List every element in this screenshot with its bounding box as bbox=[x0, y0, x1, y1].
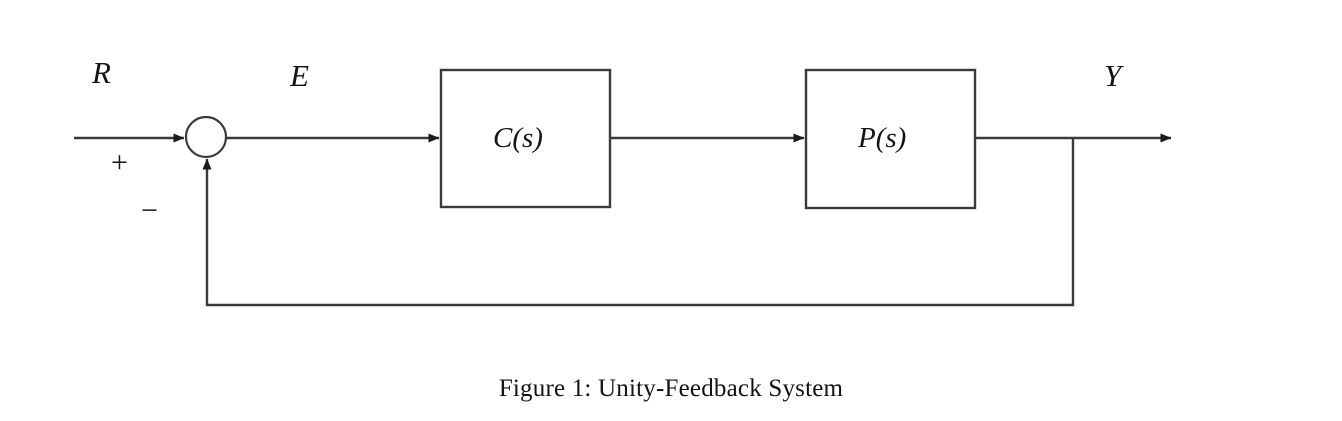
summing-junction-plus-sign: + bbox=[111, 146, 128, 179]
controller-block bbox=[439, 68, 612, 209]
summing-junction-circle bbox=[184, 115, 228, 159]
feedback-path-line bbox=[202, 138, 1075, 307]
plant-block bbox=[804, 68, 977, 210]
controller-block-label: C(s) bbox=[493, 122, 543, 154]
reference-signal-label: R bbox=[92, 55, 111, 90]
output-signal-label: Y bbox=[1104, 58, 1122, 93]
figure-caption: Figure 1: Unity-Feedback System bbox=[498, 375, 844, 402]
error-signal-label: E bbox=[290, 58, 309, 93]
summing-junction-minus-sign: − bbox=[141, 194, 158, 227]
plant-block-label: P(s) bbox=[858, 122, 907, 154]
